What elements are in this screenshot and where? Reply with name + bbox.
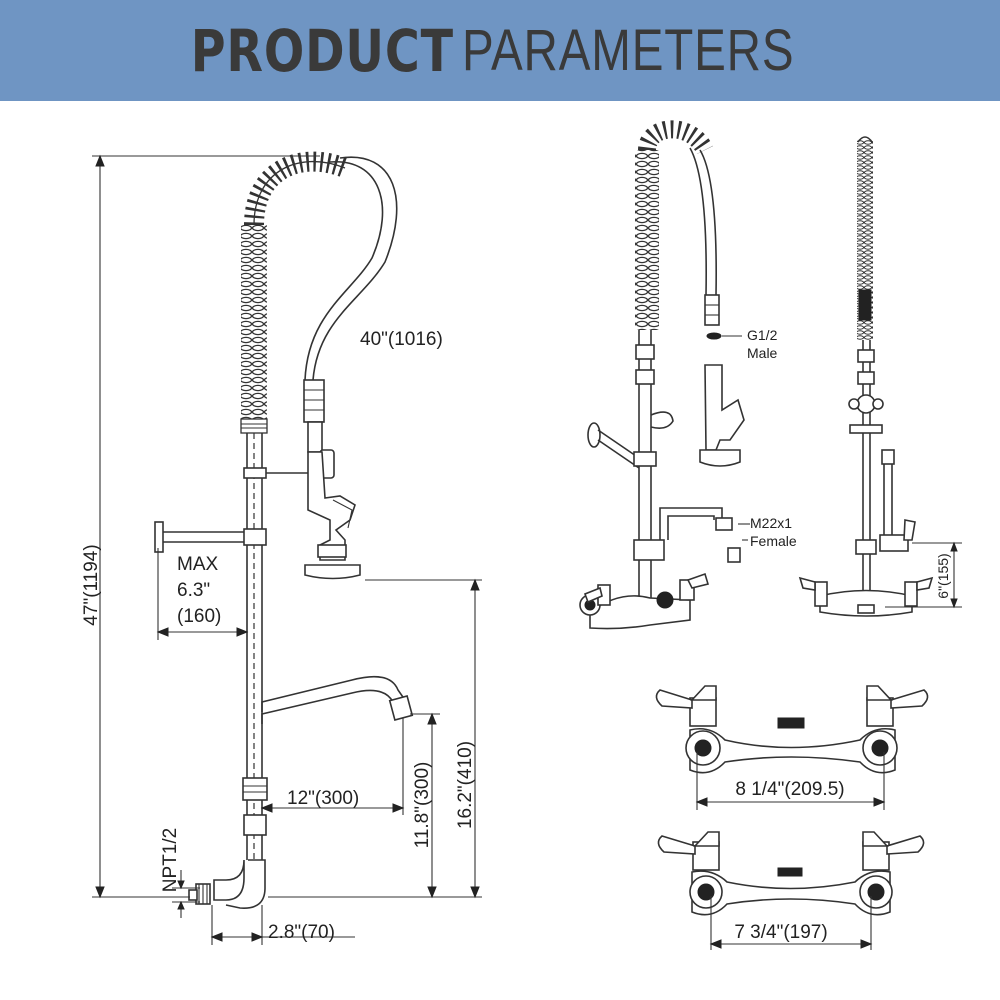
spout-reach-label: 12"(300) <box>287 788 359 809</box>
dimension-lines <box>92 154 482 945</box>
center-small-label: 7 3/4"(197) <box>734 922 827 943</box>
sprayer-thread-line1: G1/2 <box>747 327 778 343</box>
title-bold: PRODUCT <box>190 16 454 85</box>
title-light: PARAMETERS <box>461 18 795 83</box>
aerator-thread-line2: Female <box>750 533 797 549</box>
exploded-view <box>579 120 750 630</box>
spray-valve <box>303 379 361 580</box>
outlet-height-label: 6"(155) <box>935 553 951 598</box>
aerator-thread-line1: M22x1 <box>750 515 792 531</box>
valve-body-small <box>657 831 925 950</box>
main-faucet-drawing <box>154 151 414 909</box>
center-large-label: 8 1/4"(209.5) <box>735 779 844 800</box>
spout-height-label: 11.8"(300) <box>412 762 433 849</box>
bracket-max-label: MAX <box>177 554 219 575</box>
bracket-mm-label: (160) <box>177 606 221 627</box>
page-title: PRODUCT PARAMETERS <box>0 0 1000 101</box>
total-height-label: 47"(1194) <box>81 544 102 625</box>
sprayer-thread-line2: Male <box>747 345 778 361</box>
wall-offset-label: 2.8"(70) <box>268 922 335 943</box>
inlet-thread-label: NPT1/2 <box>160 828 181 892</box>
hose-length-label: 40"(1016) <box>360 329 443 350</box>
header-banner <box>0 0 1000 101</box>
bracket-inch-label: 6.3" <box>177 580 210 601</box>
sprayer-height-label: 16.2"(410) <box>455 741 476 829</box>
side-view <box>798 136 962 617</box>
valve-body-large <box>655 685 929 810</box>
wall-bracket <box>154 521 267 553</box>
product-diagram: 40"(1016) 47"(1194) MAX 6.3" (160) 12"(3… <box>81 120 962 950</box>
swing-spout <box>261 675 414 724</box>
spring-coil <box>240 151 349 434</box>
